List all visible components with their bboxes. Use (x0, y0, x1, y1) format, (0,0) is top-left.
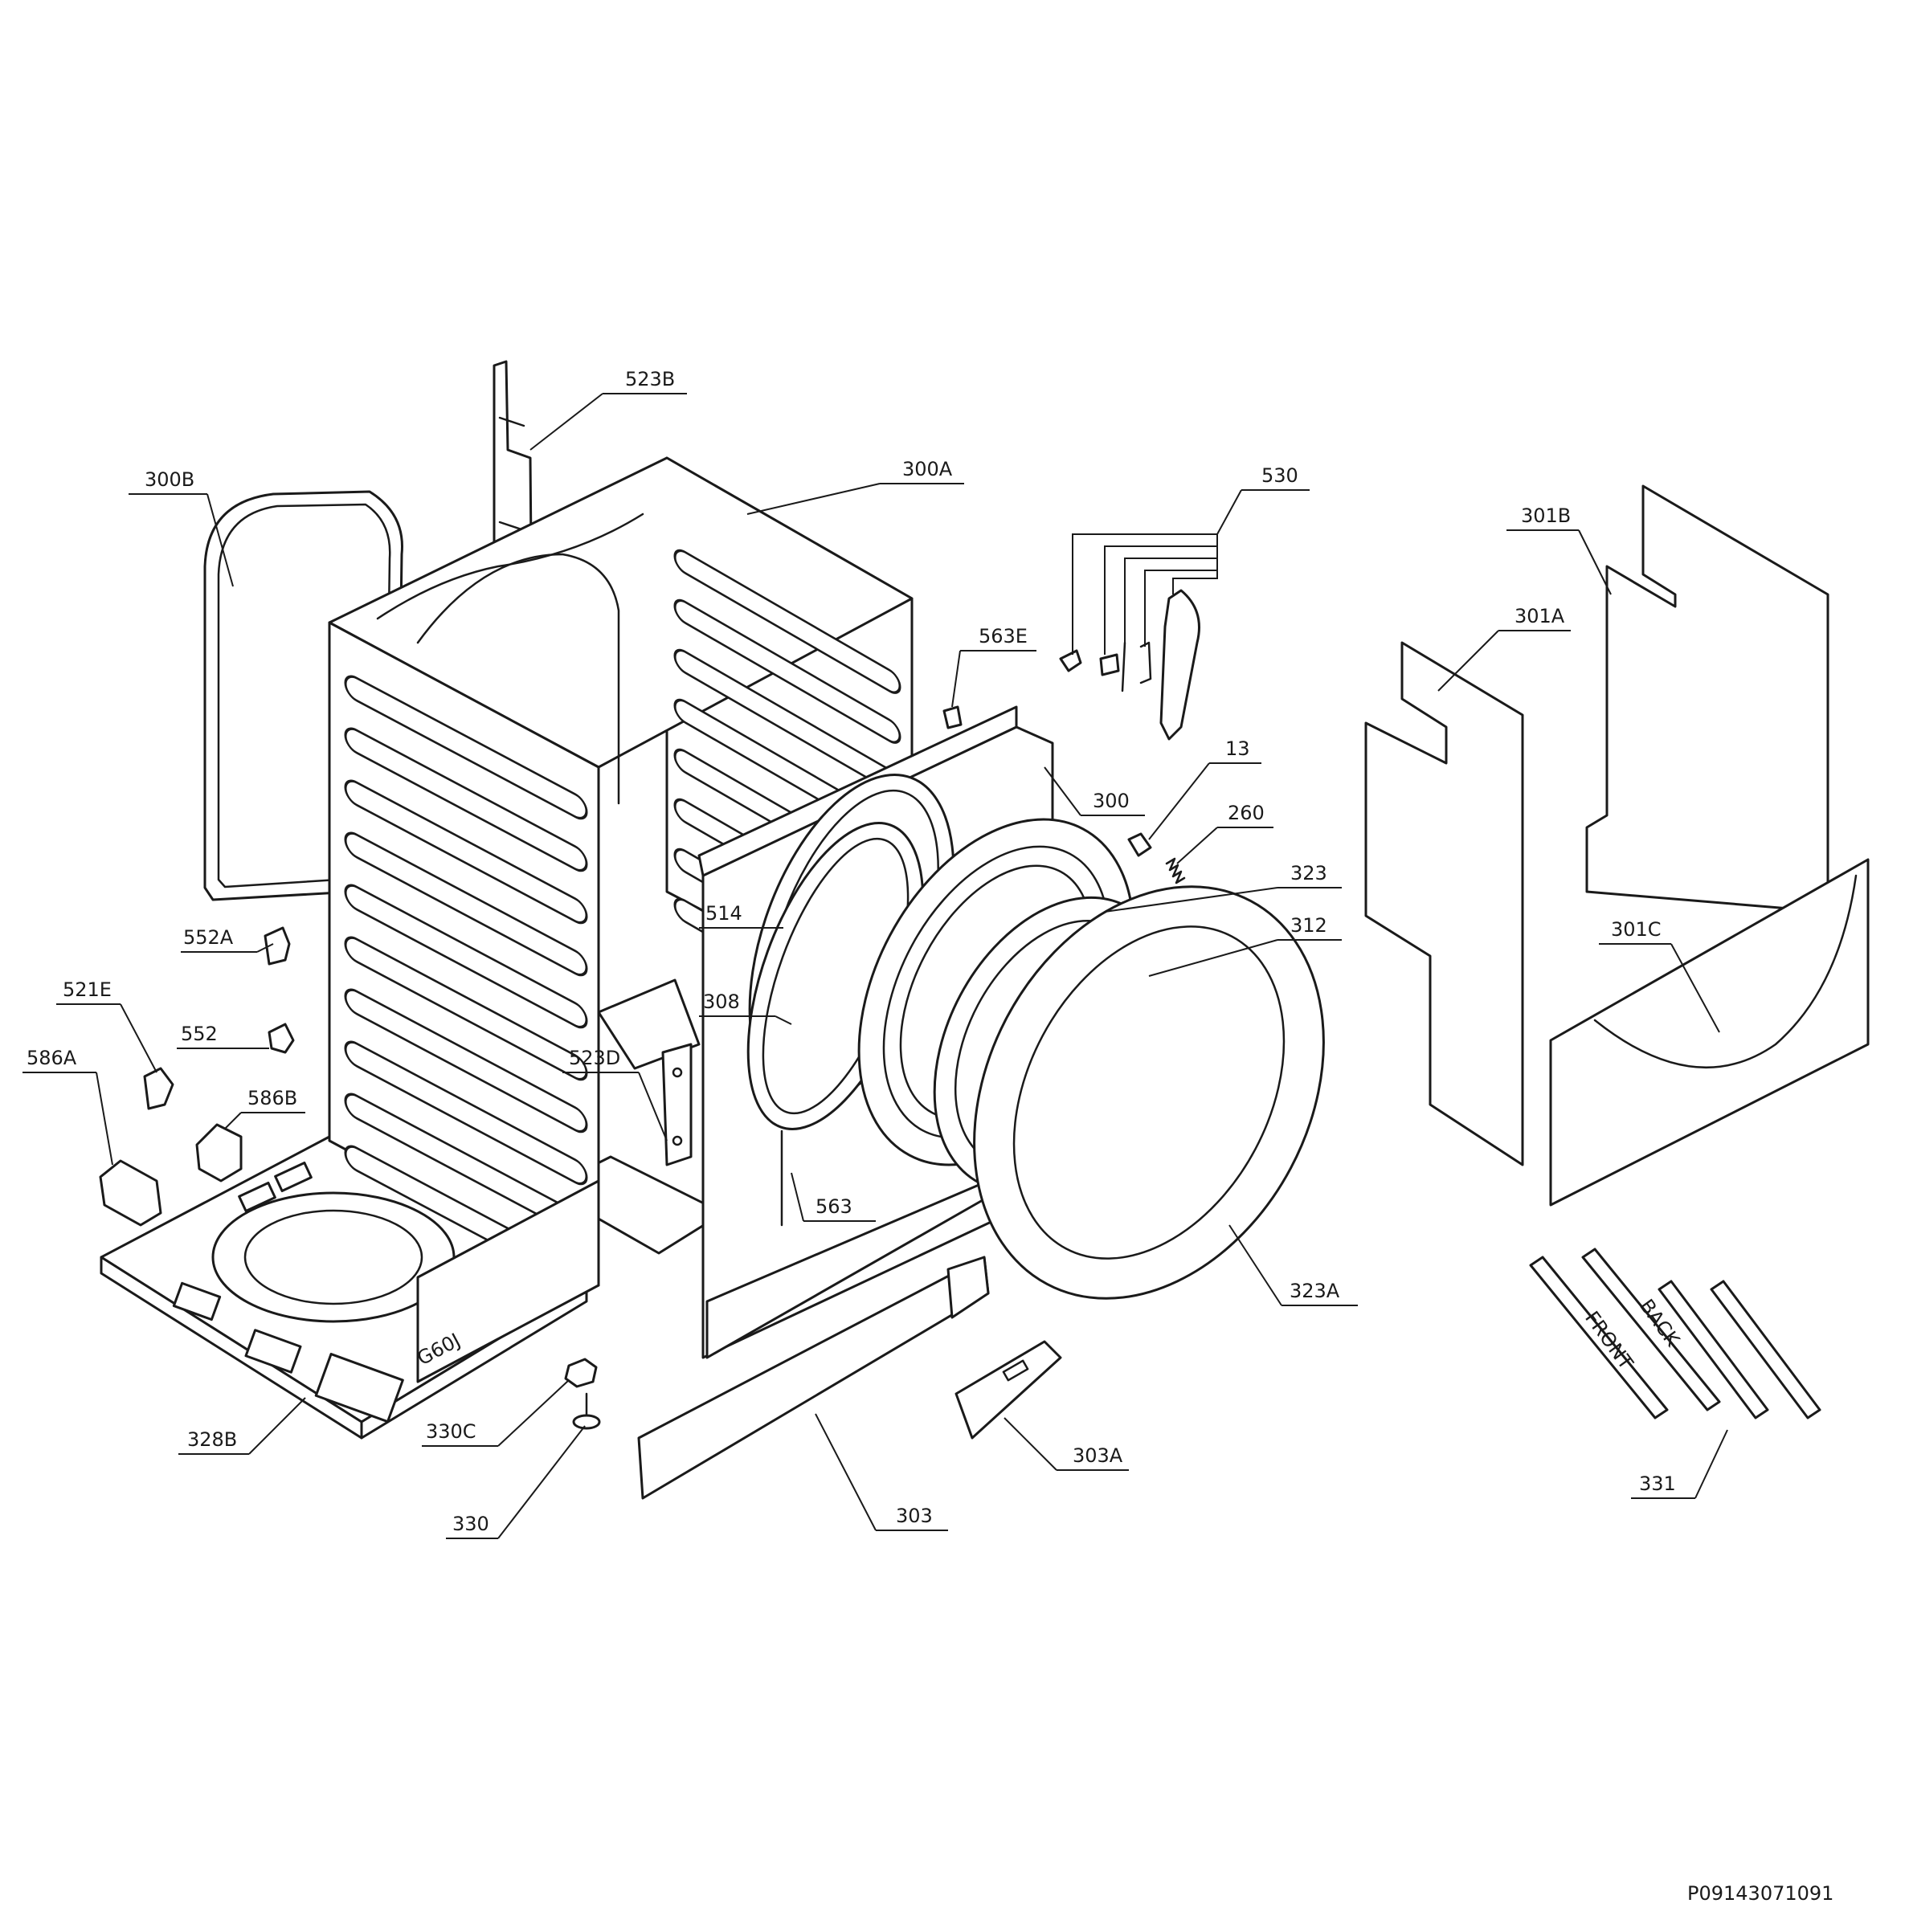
callout-label: 13 (1225, 737, 1250, 760)
callout-523b: 523B (529, 368, 687, 451)
callout-328b: 328B (178, 1397, 306, 1455)
callout-label: 331 (1639, 1472, 1676, 1495)
insulation-301b (1585, 484, 1829, 913)
callout-label: 523B (625, 368, 675, 390)
callout-label: 521E (63, 978, 112, 1001)
callout-301b: 301B (1506, 504, 1612, 595)
callout-523d: 523D (562, 1047, 668, 1142)
outer-door-323a (973, 885, 1325, 1300)
callout-label: 563 (816, 1195, 852, 1218)
callout-label: 323 (1290, 862, 1327, 884)
callout-label: 312 (1290, 914, 1327, 937)
callout-13: 13 (1148, 737, 1261, 840)
callout-300a: 300A (746, 458, 964, 515)
rails-331: FRONT BACK (1529, 1248, 1821, 1419)
callout-323a: 323A (1228, 1224, 1358, 1306)
callout-label: 330C (426, 1420, 476, 1443)
clip-552 (268, 1023, 295, 1054)
left-panel-ribs (344, 675, 588, 1290)
callout-308: 308 (699, 991, 792, 1025)
callout-586b: 586B (224, 1087, 305, 1129)
button-13 (1127, 832, 1152, 857)
foot-330 (572, 1392, 601, 1430)
callout-330: 330 (446, 1425, 586, 1539)
callout-label: 530 (1261, 464, 1298, 487)
door-lock-set-530 (1059, 589, 1200, 741)
spring-260 (1165, 857, 1186, 884)
callout-label: 308 (703, 991, 740, 1013)
bracket-523d (661, 1043, 693, 1166)
callout-323: 323 (1104, 862, 1342, 913)
callout-label: 514 (705, 902, 742, 925)
callout-300b: 300B (129, 468, 234, 587)
callout-330c: 330C (422, 1379, 570, 1447)
rail-label-front: FRONT (1580, 1307, 1637, 1374)
callout-label: 300B (145, 468, 194, 491)
filter-flap-303a (954, 1340, 1062, 1440)
bracket-586b (195, 1123, 243, 1182)
callout-514: 514 (699, 902, 783, 929)
callout-label: 586B (247, 1087, 297, 1109)
callout-label: 303A (1073, 1444, 1123, 1467)
bracket-586a (99, 1159, 162, 1227)
callout-312: 312 (1148, 914, 1342, 977)
callout-530: 530 (1072, 464, 1310, 655)
callout-label: 301C (1611, 918, 1662, 941)
callout-563e: 563E (951, 625, 1036, 708)
callout-label: 301A (1515, 605, 1565, 627)
callout-552a: 552A (181, 926, 274, 953)
clip-552a (264, 926, 291, 966)
callout-331: 331 (1631, 1429, 1728, 1499)
nut-330c (564, 1358, 598, 1388)
callout-563: 563 (791, 1172, 876, 1222)
screw-563e (942, 705, 963, 729)
kick-plate-303 (637, 1256, 990, 1500)
callout-label: 323A (1290, 1280, 1340, 1302)
callout-303a: 303A (1004, 1417, 1129, 1471)
callout-label: 328B (187, 1428, 237, 1451)
callout-label: 586A (27, 1047, 77, 1069)
callout-521e: 521E (56, 978, 157, 1073)
callout-label: 563E (979, 625, 1028, 647)
callout-label: 260 (1228, 802, 1265, 824)
callout-300: 300 (1044, 766, 1145, 816)
callout-label: 523D (569, 1047, 620, 1069)
diagram-code: P09143071091 (1687, 1882, 1833, 1905)
callout-301a: 301A (1437, 605, 1571, 692)
callout-label: 301B (1521, 504, 1571, 527)
callout-303: 303 (815, 1413, 948, 1531)
callout-label: 552A (183, 926, 234, 949)
callout-label: 552 (181, 1023, 218, 1045)
callout-label: 300A (902, 458, 953, 480)
callout-label: 330 (452, 1513, 489, 1535)
callout-301c: 301C (1599, 918, 1720, 1033)
insulation-301a (1364, 641, 1524, 1166)
callout-586a: 586A (22, 1047, 113, 1166)
insulation-301c (1549, 858, 1870, 1207)
callout-260: 260 (1176, 802, 1273, 864)
hook-521e (143, 1067, 174, 1110)
callout-label: 300 (1093, 790, 1130, 812)
callout-552: 552 (177, 1023, 269, 1049)
callout-label: 303 (896, 1505, 933, 1527)
